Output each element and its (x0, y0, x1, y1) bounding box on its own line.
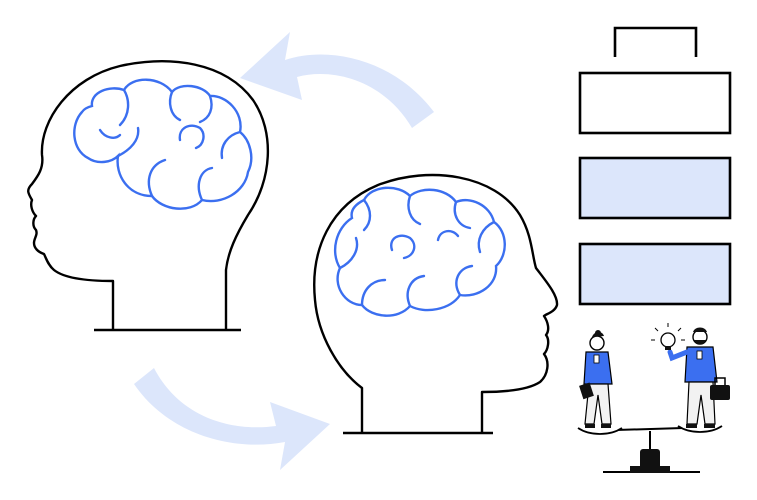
battery-segment-filled-2 (578, 242, 732, 306)
battery-icon (578, 26, 732, 306)
man-figure-icon (651, 323, 730, 428)
balance-scale-icon (577, 425, 723, 473)
battery-segment-empty (578, 71, 732, 135)
brain-left-icon (73, 78, 253, 210)
head-left-icon (27, 60, 269, 332)
cycle-arrow-top-icon (240, 32, 434, 128)
briefcase-icon (710, 377, 730, 400)
book-icon (579, 382, 594, 400)
cycle-arrow-bottom-icon (134, 368, 330, 470)
head-right-icon (313, 173, 559, 435)
brain-right-icon (333, 186, 506, 317)
battery-segment-filled-1 (578, 156, 732, 220)
lightbulb-icon (651, 323, 685, 350)
woman-figure-icon (579, 330, 613, 428)
